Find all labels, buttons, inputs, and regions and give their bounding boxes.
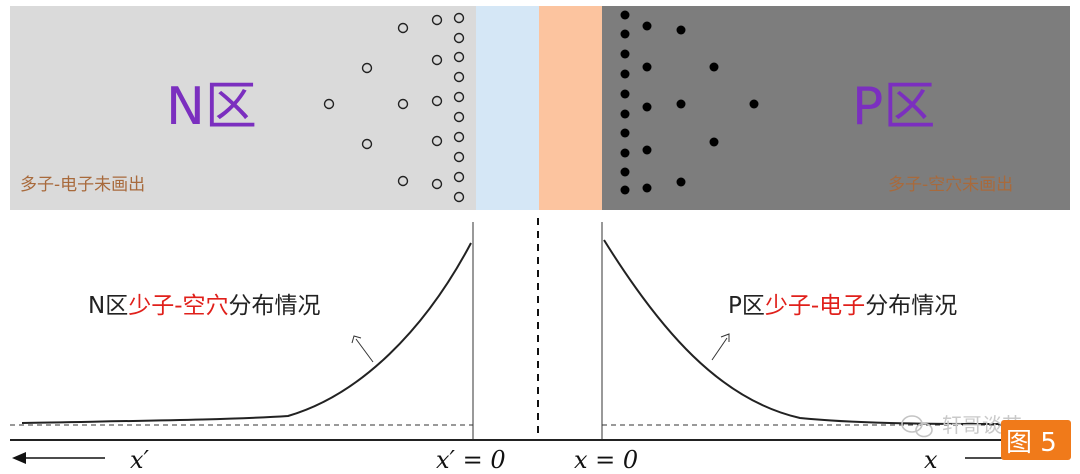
hole-marker	[397, 175, 409, 187]
p-depletion-region	[539, 6, 602, 210]
hole-marker	[453, 171, 465, 183]
hole-marker	[397, 22, 409, 34]
n-curve-label-highlight: 少子-空穴	[128, 293, 228, 319]
n-region-label: N区	[166, 77, 257, 137]
hole-marker	[453, 191, 465, 203]
hole-marker	[431, 54, 443, 66]
electron-marker	[642, 145, 652, 155]
watermark: 轩哥谈芯 图 5	[901, 413, 1071, 460]
junction-band: N区 P区 多子-电子未画出 多子-空穴未画出	[10, 6, 1070, 210]
hole-marker	[453, 91, 465, 103]
electron-marker	[620, 148, 630, 158]
hole-marker	[453, 51, 465, 63]
n-curve-label-suffix: 分布情况	[229, 293, 321, 319]
distribution-plot: N区少子-空穴分布情况 P区少子-电子分布情况 x′ x′ = 0 x = 0 …	[10, 218, 1070, 474]
n-depletion-region	[476, 6, 539, 210]
p-majority-note: 多子-空穴未画出	[888, 175, 1013, 195]
electron-marker	[620, 29, 630, 39]
wechat-icon	[901, 415, 933, 438]
hole-marker	[431, 178, 443, 190]
electron-marker	[620, 128, 630, 138]
electron-marker	[709, 62, 719, 72]
electron-marker	[642, 183, 652, 193]
electron-marker	[620, 167, 630, 177]
hole-marker	[431, 14, 443, 26]
n-label-pointer	[351, 335, 374, 363]
hole-marker	[453, 151, 465, 163]
hole-marker	[361, 138, 373, 150]
hole-marker	[431, 95, 443, 107]
p-curve-label: P区少子-电子分布情况	[728, 293, 957, 319]
minority-holes	[323, 12, 465, 203]
x-axis-label: x	[924, 446, 938, 474]
electron-marker	[620, 109, 630, 119]
x-zero-label: x = 0	[574, 446, 638, 474]
electron-marker	[642, 102, 652, 112]
p-curve-label-highlight: 少子-电子	[765, 293, 865, 319]
n-majority-note: 多子-电子未画出	[20, 175, 145, 195]
p-label-pointer	[711, 333, 730, 361]
hole-marker	[431, 135, 443, 147]
electron-marker	[676, 99, 686, 109]
electron-marker	[642, 62, 652, 72]
electron-marker	[620, 185, 630, 195]
p-region-label: P区	[852, 77, 935, 137]
n-curve-label: N区少子-空穴分布情况	[88, 293, 321, 319]
electron-marker	[642, 21, 652, 31]
electron-marker	[749, 99, 759, 109]
n-curve-label-prefix: N区	[88, 293, 128, 319]
electron-marker	[709, 137, 719, 147]
figure-badge	[1001, 420, 1071, 460]
hole-marker	[323, 98, 335, 110]
figure-badge-label: 图 5	[1006, 428, 1057, 458]
x-prime-direction-arrow	[12, 452, 105, 464]
electron-marker	[676, 25, 686, 35]
minority-electrons	[620, 10, 759, 195]
p-curve-label-prefix: P区	[728, 293, 765, 319]
electron-marker	[620, 10, 630, 20]
hole-marker	[453, 131, 465, 143]
hole-marker	[453, 32, 465, 44]
hole-marker	[453, 111, 465, 123]
electron-marker	[620, 89, 630, 99]
hole-marker	[453, 71, 465, 83]
p-curve-label-suffix: 分布情况	[865, 293, 957, 319]
electron-marker	[620, 69, 630, 79]
electron-marker	[676, 177, 686, 187]
electron-marker	[620, 49, 630, 59]
n-region	[10, 6, 476, 210]
x-prime-axis-label: x′	[130, 446, 150, 474]
hole-marker	[453, 12, 465, 24]
x-prime-zero-label: x′ = 0	[436, 446, 506, 474]
n-hole-distribution-curve	[21, 242, 472, 424]
hole-marker	[397, 98, 409, 110]
hole-marker	[361, 62, 373, 74]
p-electron-distribution-curve	[603, 239, 1001, 425]
